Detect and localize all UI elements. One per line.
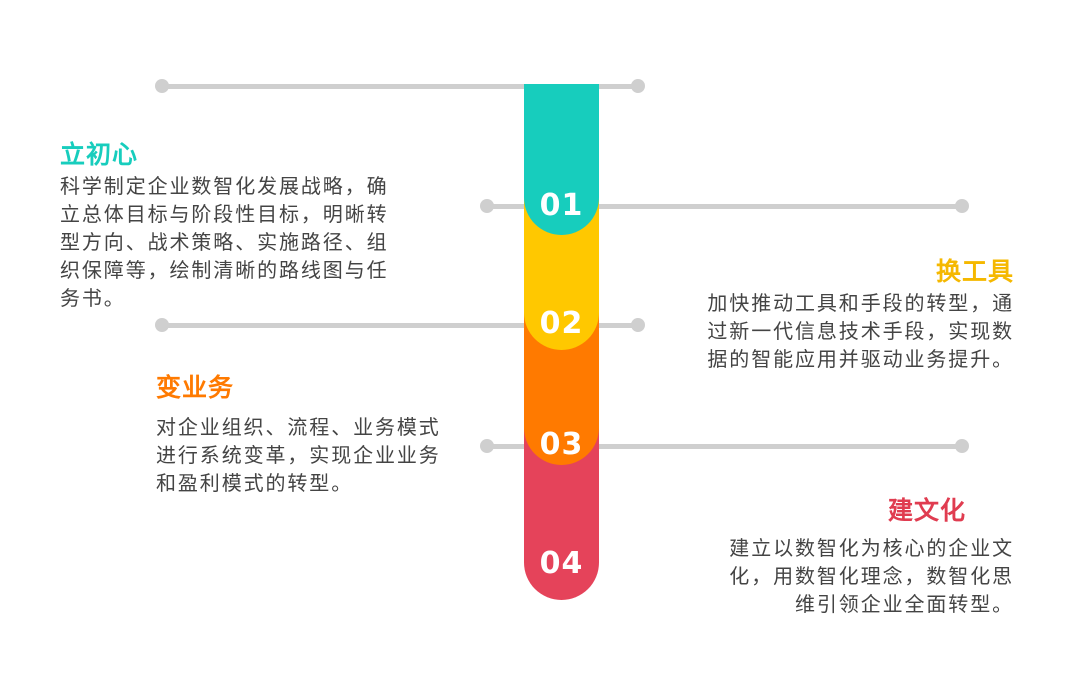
step-title: 换工具 [935, 257, 1014, 286]
step-text-line: 过新一代信息技术手段，实现数 [707, 319, 1014, 343]
connector-line-02 [162, 323, 638, 328]
step-title: 立初心 [60, 140, 139, 169]
segment-01 [524, 84, 599, 235]
connector-dot [480, 439, 494, 453]
step-02-block: 换工具 加快推动工具和手段的转型，通 过新一代信息技术手段，实现数 据的智能应用… [707, 255, 1014, 373]
connector-line-01 [487, 204, 962, 209]
step-03-block: 变业务 对企业组织、流程、业务模式 进行系统变革，实现企业业务 和盈利模式的转型… [156, 371, 441, 497]
step-text-line: 对企业组织、流程、业务模式 [156, 415, 441, 439]
connector-dot [480, 199, 494, 213]
connector-dot [631, 79, 645, 93]
step-text-line: 织保障等，绘制清晰的路线图与任 [60, 258, 389, 282]
step-text-line: 化，用数智化理念，数智化思 [729, 564, 1014, 588]
step-text-line: 型方向、战术策略、实施路径、组 [60, 230, 389, 254]
step-01-block: 立初心 科学制定企业数智化发展战略，确 立总体目标与阶段性目标，明晰转 型方向、… [60, 138, 389, 312]
step-number-01: 01 [539, 188, 584, 223]
step-number-03: 03 [539, 427, 584, 462]
step-text-line: 进行系统变革，实现企业业务 [156, 443, 441, 467]
step-number-04: 04 [539, 546, 584, 581]
step-number-02: 02 [539, 306, 584, 341]
connector-dot [631, 318, 645, 332]
connector-dot [155, 318, 169, 332]
step-text-line: 建立以数智化为核心的企业文 [729, 536, 1014, 560]
connector-line-03 [487, 444, 962, 449]
step-text-line: 务书。 [60, 286, 126, 310]
connector-dot [955, 199, 969, 213]
step-title: 建文化 [887, 496, 966, 525]
step-04-block: 建文化 建立以数智化为核心的企业文 化，用数智化理念，数智化思 维引领企业全面转… [729, 494, 1014, 618]
connector-dot [155, 79, 169, 93]
step-text-line: 维引领企业全面转型。 [795, 592, 1014, 616]
step-text-line: 加快推动工具和手段的转型，通 [707, 291, 1014, 315]
step-text-line: 立总体目标与阶段性目标，明晰转 [60, 202, 389, 226]
step-text-line: 科学制定企业数智化发展战略，确 [60, 174, 389, 198]
connector-line-top [162, 84, 638, 89]
step-text-line: 和盈利模式的转型。 [156, 471, 354, 495]
step-text-line: 据的智能应用并驱动业务提升。 [707, 347, 1014, 371]
connector-dot [955, 439, 969, 453]
step-title: 变业务 [156, 373, 235, 402]
